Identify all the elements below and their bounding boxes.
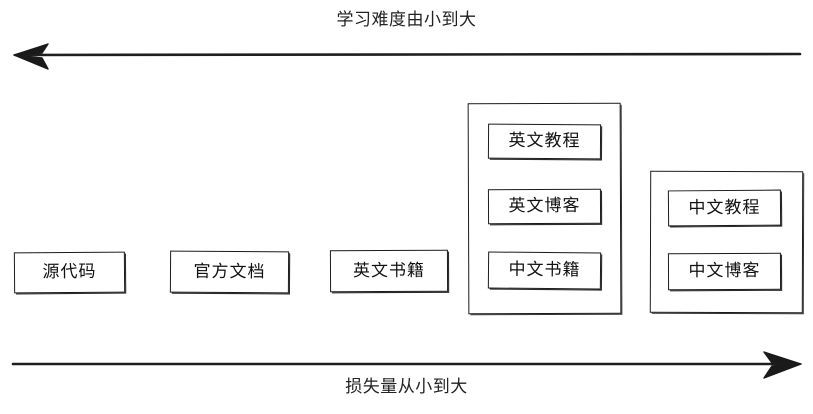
bottom-axis-label: 损失量从小到大 [345,377,468,397]
node-chinese-books[interactable]: 中文书籍 [487,251,602,290]
node-chinese-blogs[interactable]: 中文博客 [667,252,782,291]
node-source-code[interactable]: 源代码 [13,251,126,294]
node-english-tutorials[interactable]: 英文教程 [487,123,602,160]
top-axis-label: 学习难度由小到大 [336,10,477,30]
node-chinese-tutorials[interactable]: 中文教程 [667,189,782,227]
node-official-docs[interactable]: 官方文档 [169,250,290,294]
arrow-left-icon [13,43,802,70]
node-english-books[interactable]: 英文书籍 [329,249,449,293]
node-english-blogs[interactable]: 英文博客 [487,188,602,225]
